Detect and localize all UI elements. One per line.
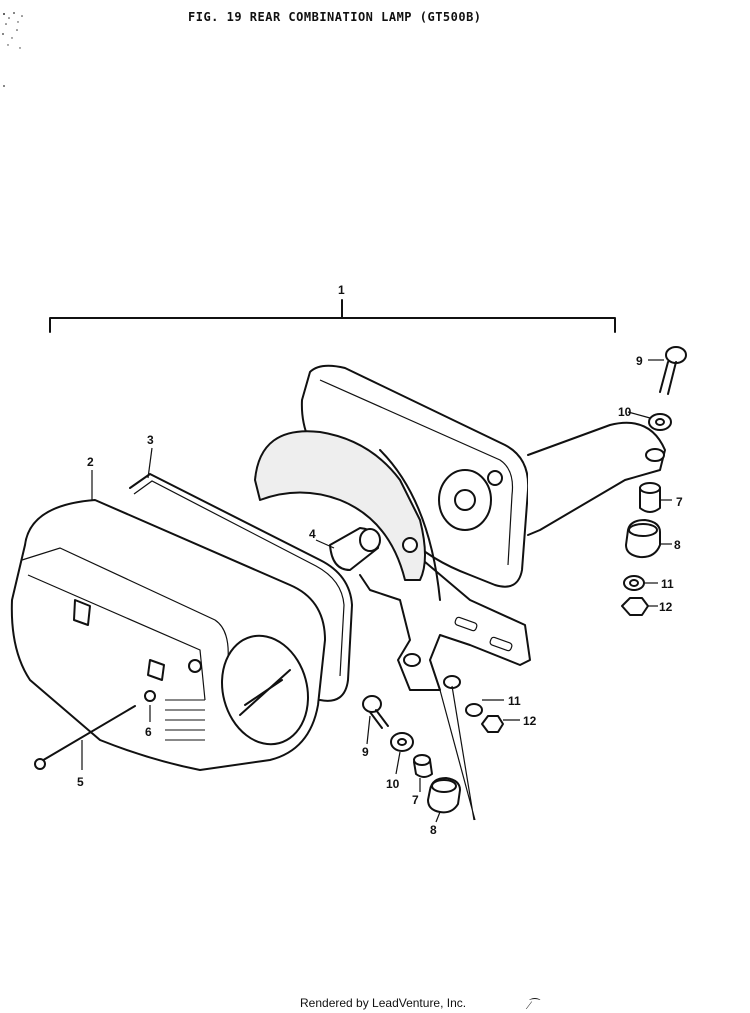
callout-4: 4 xyxy=(309,527,316,541)
callout-6: 6 xyxy=(145,725,152,739)
callout-12-lower: 12 xyxy=(523,714,537,728)
bulb-socket xyxy=(402,469,503,553)
footer-credit: Rendered by LeadVenture, Inc. xyxy=(300,996,467,1010)
nut-right xyxy=(621,597,649,616)
callout-9-lower: 9 xyxy=(362,745,369,759)
callout-10-lower: 10 xyxy=(386,777,400,791)
callout-7-lower: 7 xyxy=(412,793,419,807)
lock-washer-right xyxy=(623,575,645,591)
callout-11-right: 11 xyxy=(661,577,674,591)
lock-washer-lower xyxy=(465,703,483,717)
callout-9-right: 9 xyxy=(636,354,643,368)
washer-right xyxy=(648,413,672,431)
callout-5: 5 xyxy=(77,775,84,789)
callout-3: 3 xyxy=(147,433,154,447)
callout-11-lower: 11 xyxy=(508,694,521,708)
callout-10-right: 10 xyxy=(618,405,632,419)
bolt-right xyxy=(659,346,687,395)
lamp-housing-base xyxy=(300,364,666,691)
callout-12-right: 12 xyxy=(659,600,673,614)
callout-1: 1 xyxy=(338,283,345,297)
callout-7-right: 7 xyxy=(676,495,683,509)
bulb xyxy=(329,527,381,571)
bolt-lower xyxy=(362,695,389,729)
figure-title: FIG. 19 REAR COMBINATION LAMP (GT500B) xyxy=(188,10,482,24)
callout-8-right: 8 xyxy=(674,538,681,552)
washer-lower xyxy=(390,732,414,752)
callout-2: 2 xyxy=(87,455,94,469)
scan-noise xyxy=(0,0,40,94)
assembly-bracket xyxy=(49,299,616,333)
reflector-shield xyxy=(254,430,441,601)
nut-lower xyxy=(481,715,504,733)
gasket xyxy=(129,473,353,702)
lamp-lens xyxy=(10,499,326,771)
collar-lower xyxy=(413,754,433,778)
lens-screw xyxy=(34,705,136,770)
callout-8-lower: 8 xyxy=(430,823,437,837)
mount-lines xyxy=(439,685,476,821)
cushion-right xyxy=(625,519,661,559)
leader-lines xyxy=(81,359,672,823)
cushion-lower xyxy=(427,777,461,814)
collar-right xyxy=(639,482,661,513)
page-corner-mark: ⁄⁀ xyxy=(528,998,540,1012)
